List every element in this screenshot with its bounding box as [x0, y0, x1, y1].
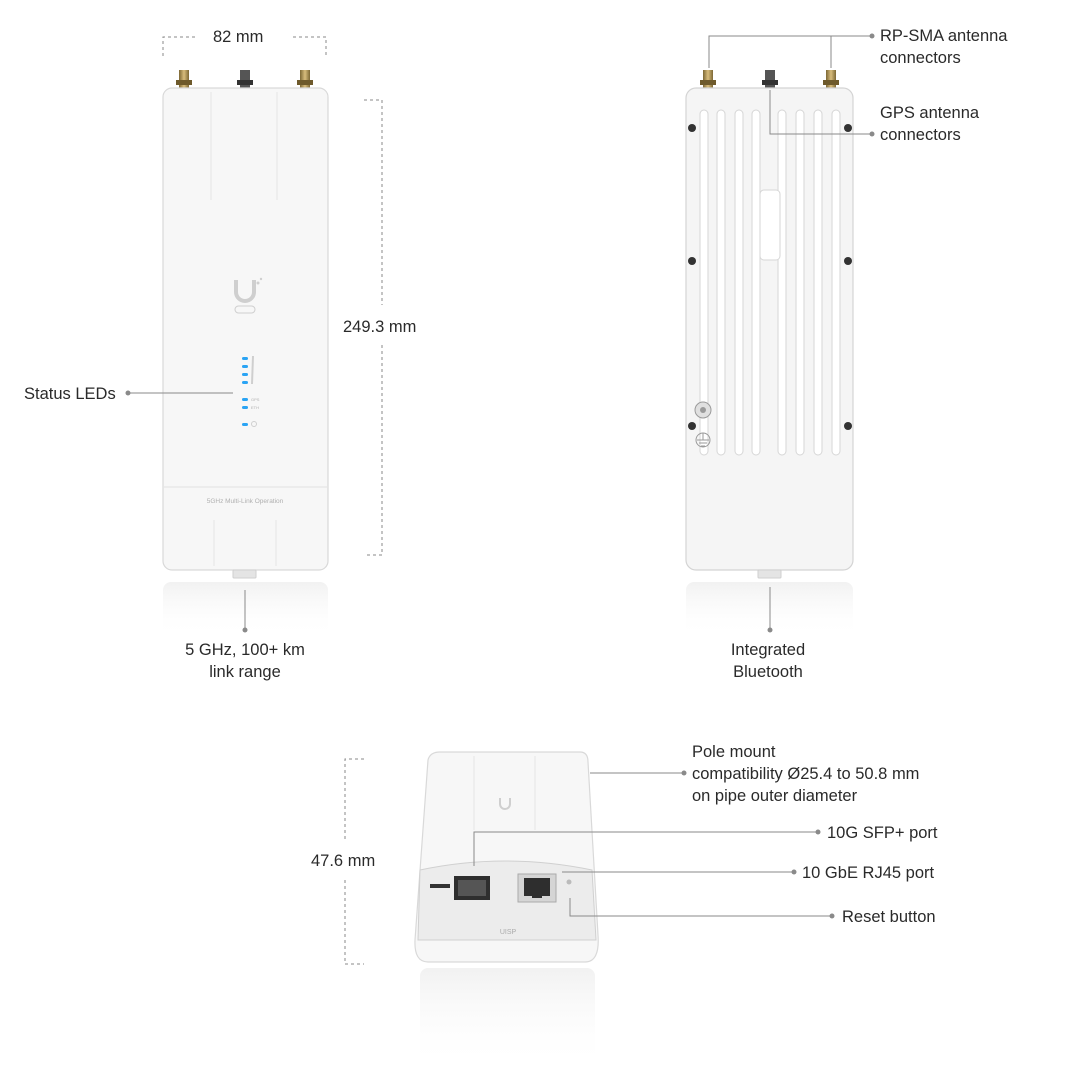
- back-view-device: [685, 70, 854, 637]
- status-leds-callout: Status LEDs: [24, 385, 116, 403]
- rj45-port: [517, 873, 557, 903]
- front-view-device: GPS ETH 5GHz Multi-Link Operation: [162, 36, 383, 637]
- height-dimension-label: 249.3 mm: [343, 318, 417, 336]
- status-leds: [242, 356, 257, 427]
- led-eth-text: ETH: [251, 405, 259, 410]
- gps-callout-line1: GPS antenna: [880, 104, 980, 122]
- reset-hole: [566, 879, 572, 885]
- ground-lug: [694, 401, 712, 448]
- reset-button-callout: Reset button: [842, 908, 936, 926]
- link-range-callout-line2: link range: [209, 663, 281, 681]
- leader-lines: [128, 35, 872, 917]
- port-label-text: UISP: [500, 929, 517, 936]
- rp-sma-callout-line2: connectors: [880, 49, 961, 67]
- pole-mount-callout-line1: Pole mount: [692, 743, 776, 761]
- pole-mount-callout-line2: compatibility Ø25.4 to 50.8 mm: [692, 765, 920, 783]
- mount-screws: [688, 124, 852, 430]
- bluetooth-callout-line1: Integrated: [730, 641, 806, 659]
- leader-dots: [125, 33, 875, 919]
- sfp-port: [454, 876, 490, 900]
- rp-sma-callout-line1: RP-SMA antenna: [880, 27, 1008, 45]
- depth-dimension-label: 47.6 mm: [311, 852, 376, 870]
- depth-dimension-bracket: [344, 758, 364, 965]
- front-caption-text: 5GHz Multi-Link Operation: [207, 498, 284, 505]
- pole-mount-callout-line3: on pipe outer diameter: [692, 787, 858, 805]
- width-dimension-label: 82 mm: [213, 28, 264, 46]
- ui-logo: [234, 277, 263, 314]
- bluetooth-callout-line2: Bluetooth: [733, 663, 803, 681]
- rj45-port-callout: 10 GbE RJ45 port: [802, 864, 935, 882]
- heatsink-fins: [699, 109, 841, 456]
- link-range-callout-line1: 5 GHz, 100+ km: [185, 641, 305, 659]
- width-dimension-bracket: [162, 36, 327, 56]
- sfp-port-callout: 10G SFP+ port: [827, 824, 938, 842]
- front-rp-sma-connectors: [176, 70, 313, 88]
- gps-callout-line2: connectors: [880, 126, 961, 144]
- led-gps-text: GPS: [251, 397, 260, 402]
- back-connectors: [700, 70, 839, 88]
- height-dimension-bracket: [364, 99, 383, 556]
- bottom-view-device: UISP: [344, 751, 599, 1068]
